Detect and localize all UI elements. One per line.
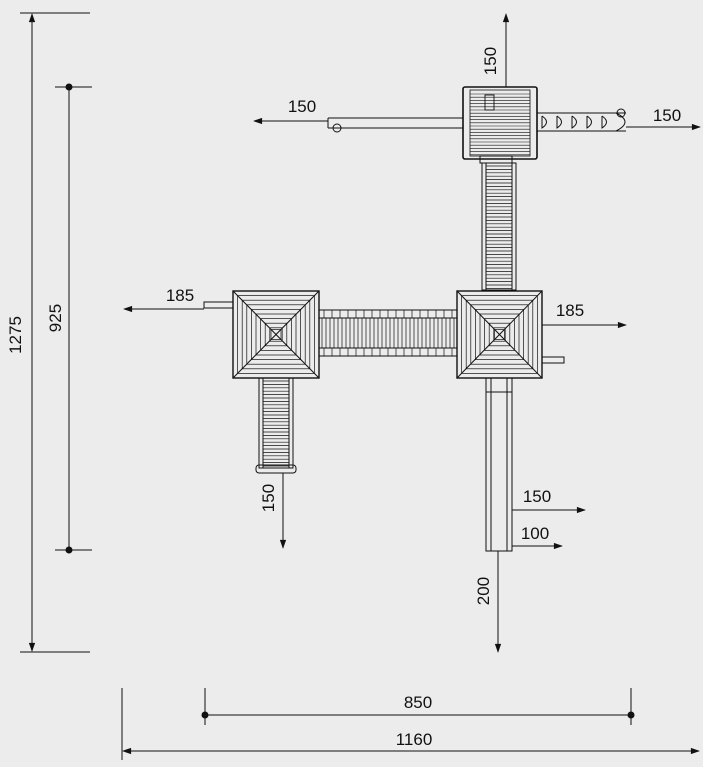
left-tower-ladder <box>255 377 297 474</box>
dimension-total-height-label: 1275 <box>6 316 25 354</box>
top-tower <box>462 86 538 164</box>
clearance-label-beam-left: 150 <box>288 97 316 116</box>
clearance-label-left-tower: 185 <box>166 286 194 305</box>
clearance-label-slide-end: 200 <box>474 577 493 605</box>
dimension-frame-height <box>55 83 92 554</box>
right-tower-platform-edge <box>541 356 565 364</box>
dimension-frame-width <box>201 688 635 725</box>
left-tower <box>232 290 320 379</box>
dimension-frame-height-label: 925 <box>46 304 65 332</box>
clearance-label-slide-a: 150 <box>523 487 551 506</box>
tower-rope-ladder <box>537 108 626 132</box>
dimension-total-width <box>121 688 700 760</box>
right-tower <box>456 290 543 379</box>
tower-ladder <box>481 162 517 291</box>
clearance-label-right-tower: 185 <box>556 301 584 320</box>
clearance-label-ladder-right: 150 <box>653 106 681 125</box>
clearance-arrows <box>123 13 701 653</box>
left-tower-platform-edge <box>203 301 234 309</box>
dimension-total-width-label: 1160 <box>396 730 433 749</box>
clearance-label-slide-b: 100 <box>521 524 549 543</box>
dimension-total-height <box>20 12 90 653</box>
bridge <box>319 309 457 357</box>
dimension-frame-width-label: 850 <box>404 693 432 712</box>
clearance-label-tower-top: 150 <box>481 47 500 75</box>
tower-beam <box>327 117 463 133</box>
slide <box>485 377 513 552</box>
clearance-label-left-ladder: 150 <box>259 484 278 512</box>
